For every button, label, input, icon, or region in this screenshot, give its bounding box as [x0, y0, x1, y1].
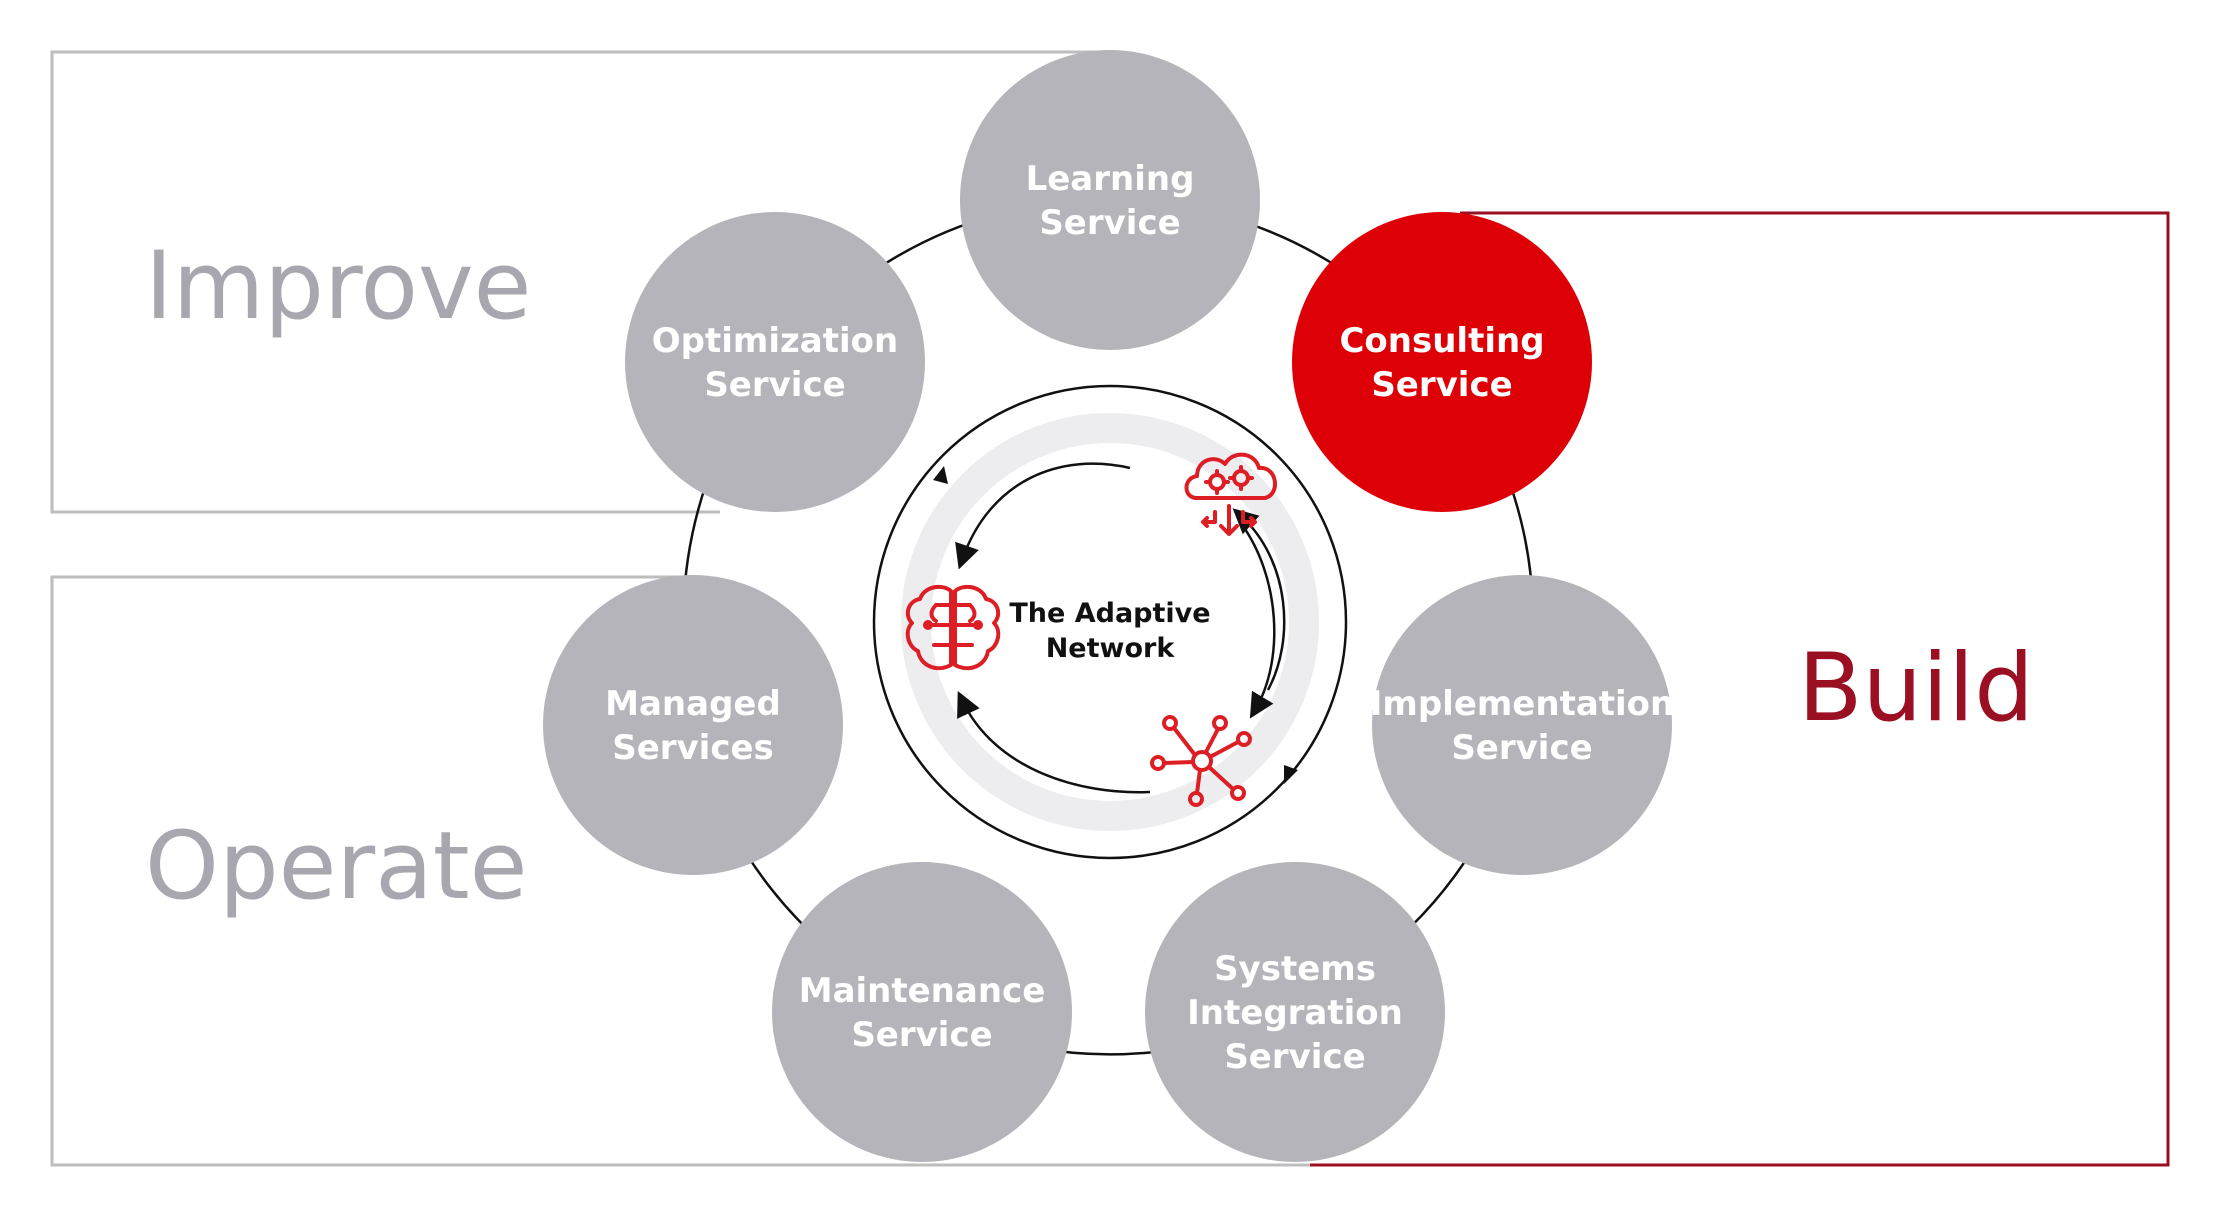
service-circle-implementation [1372, 575, 1672, 875]
service-circle-consulting [1292, 212, 1592, 512]
center-title-line2: Network [1046, 633, 1176, 664]
service-label-maintenance: Maintenance [799, 971, 1046, 1011]
service-label-consulting: Consulting [1339, 321, 1544, 361]
inner-arrow-right [1239, 521, 1276, 719]
brain-icon [905, 584, 1001, 671]
service-label-consulting: Service [1371, 365, 1512, 405]
service-circle-managed [543, 575, 843, 875]
build-frame [1310, 211, 2170, 1167]
inner-arrow-bottom [957, 690, 1151, 794]
service-circle-optimization [625, 212, 925, 512]
cloud-gears-icon [1184, 452, 1277, 536]
operate-label: Operate [145, 812, 527, 921]
service-label-optimization: Optimization [652, 321, 898, 361]
center-title-line1: The Adaptive [1009, 598, 1210, 629]
inner-arrow-top [955, 462, 1131, 570]
service-nodes: LearningServiceConsultingServiceImplemen… [543, 50, 1674, 1162]
service-label-implementation: Service [1451, 728, 1592, 768]
operate-frame [50, 575, 1320, 1167]
service-label-optimization: Service [704, 365, 845, 405]
service-label-systems-integration: Integration [1187, 993, 1403, 1033]
service-label-managed: Services [612, 728, 774, 768]
service-label-implementation: Implementation [1370, 684, 1675, 724]
inner-arrow-right-back [1232, 508, 1286, 691]
build-label: Build [1798, 634, 2034, 743]
center-inner-ring [901, 413, 1319, 831]
center-hub: The Adaptive Network [872, 384, 1348, 860]
service-circle-systems-integration [1145, 862, 1445, 1162]
service-label-learning: Service [1039, 203, 1180, 243]
improve-frame [50, 50, 1110, 514]
service-label-systems-integration: Systems [1214, 949, 1376, 989]
improve-label: Improve [145, 232, 532, 341]
service-label-systems-integration: Service [1224, 1037, 1365, 1077]
service-label-learning: Learning [1026, 159, 1195, 199]
service-circle-maintenance [772, 862, 1072, 1162]
center-ring-arrow-top [933, 466, 948, 484]
network-hub-icon [1150, 715, 1252, 807]
service-label-maintenance: Service [851, 1015, 992, 1055]
service-circle-learning [960, 50, 1260, 350]
service-label-managed: Managed [605, 684, 781, 724]
center-ring-arrow-bottom [1284, 765, 1298, 784]
